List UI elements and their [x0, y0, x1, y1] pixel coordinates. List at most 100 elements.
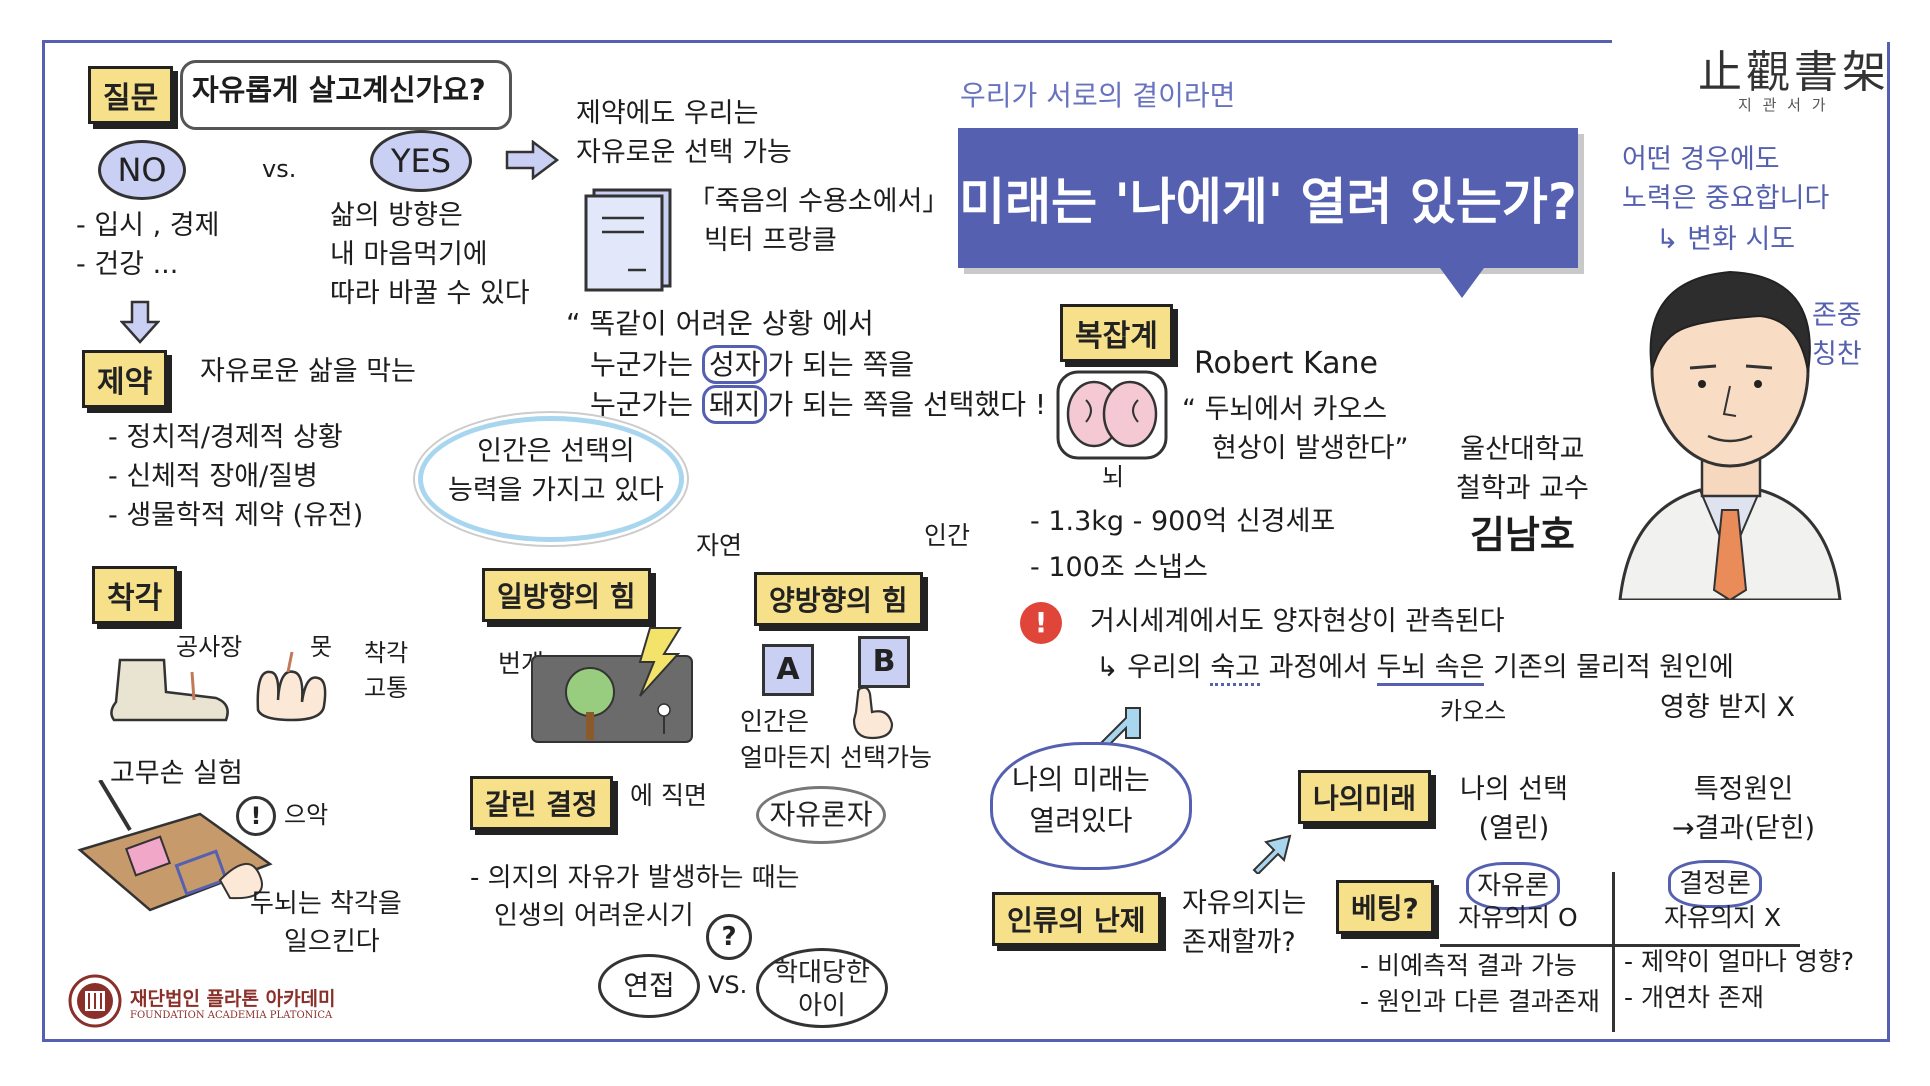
subtitle: 우리가 서로의 곁이라면	[960, 79, 1236, 112]
exist-line: 자유의지는	[1182, 888, 1307, 919]
yes-line: 삶의 방향은	[330, 200, 463, 231]
pain-line: 착각	[364, 639, 409, 667]
pain-line: 고통	[364, 673, 409, 702]
respect-praise: 존중 칭찬	[1812, 296, 1862, 374]
abused-child-oval: 학대당한 아이	[756, 948, 888, 1028]
title-speech-tail	[1440, 268, 1484, 298]
pig-word: 돼지	[701, 385, 768, 425]
rubber-hand-illustration	[77, 780, 273, 912]
question-bubble	[180, 60, 512, 130]
specific-cause-line: →결과(닫힌)	[1672, 813, 1816, 845]
brain-illusion-line: 두뇌는 착각을	[250, 889, 402, 919]
abused-line: 학대당한	[774, 958, 870, 988]
pain-lines: 착각 고통	[364, 636, 408, 706]
question-tag: 질문	[88, 66, 174, 124]
professor-portrait	[1618, 270, 1842, 600]
book-title-line: 「죽음의 수용소에서」	[688, 186, 950, 217]
human-choice-line: 인간은	[740, 707, 810, 736]
constraint-desc: 자유로운 삶을 막는	[200, 356, 416, 387]
my-choice-line: 나의 선택	[1460, 774, 1568, 805]
forces-vs-label: VS.	[708, 971, 748, 999]
frankl-intro-line: 제약에도 우리는	[576, 98, 759, 129]
complex-system-tag: 복잡계	[1060, 304, 1173, 362]
chaos-quote: “ 두뇌에서 카오스 현상이 발생한다”	[1182, 390, 1408, 468]
no-item: - 건강 ...	[76, 249, 179, 281]
yes-line: 내 마음먹기에	[330, 239, 488, 271]
free-will-line: 인생의 어려운시기	[494, 900, 694, 931]
constraint-tag: 제약	[82, 350, 168, 408]
professor-name: 김남호	[1469, 513, 1575, 558]
main-title-box: 미래는 '나에게' 열려 있는가?	[958, 128, 1578, 268]
brain-illusion-line: 일으킨다	[284, 926, 380, 957]
specific-cause: 특정원인 →결과(닫힌)	[1672, 770, 1815, 848]
quote-line-3-post: 가 되는 쪽을 선택했다 ! ”	[767, 388, 1070, 422]
saint-word: 성자	[701, 344, 768, 384]
deliberation-line: ↳ 우리의 숙고 과정에서 두뇌 속은 기존의 물리적 원인에	[1096, 650, 1734, 686]
fork-decision-tag: 갈린 결정	[470, 776, 613, 830]
quantum-line: 거시세계에서도 양자현상이 관측된다	[1090, 606, 1505, 637]
human-choice-lines: 인간은 얼마든지 선택가능	[740, 704, 932, 777]
deliberation-brain: 두뇌 속은	[1376, 652, 1485, 686]
brand-hanja: 止觀書架	[1698, 47, 1890, 98]
right-arrow-icon	[505, 140, 559, 180]
my-future-line: 열려있다	[1029, 803, 1133, 837]
professor-info: 울산대학교 철학과 교수 김남호	[1456, 430, 1589, 563]
construction-label: 공사장	[176, 633, 243, 661]
determinism-oval: 결정론	[1668, 860, 1762, 908]
chaos-small-label: 카오스	[1440, 697, 1507, 725]
free-will-lines: - 의지의 자유가 발생하는 때는 인생의 어려운시기	[470, 860, 799, 935]
foundation-name-en: FOUNDATION ACADEMIA PLATONICA	[130, 1010, 333, 1021]
nature-label: 자연	[696, 531, 743, 560]
deliberation-post: 기존의 물리적 원인에	[1484, 652, 1734, 683]
respect-line: 칭찬	[1812, 339, 1862, 371]
human-problem-tag: 인류의 난제	[992, 892, 1161, 946]
brand-korean: 지 관 서 가	[1738, 96, 1829, 114]
pointing-hand-icon	[852, 686, 894, 740]
libertarian-items: - 비예측적 결과 가능 - 원인과 다른 결과존재	[1360, 948, 1600, 1021]
libertarianism-oval: 자유론	[1466, 862, 1560, 910]
frame-top-border	[42, 40, 1612, 43]
yes-line: 따라 바꿀 수 있다	[330, 278, 530, 310]
effort-line: 노력은 중요합니다	[1622, 183, 1830, 215]
nail-label: 못	[310, 633, 333, 661]
constraint-item: - 신체적 장애/질병	[108, 461, 318, 493]
effort-line: 어떤 경우에도	[1622, 144, 1780, 175]
lib-item: - 원인과 다른 결과존재	[1360, 987, 1600, 1017]
constraint-item: - 정치적/경제적 상황	[108, 422, 343, 453]
question-circle-icon: ?	[706, 914, 752, 960]
free-will-x: 자유의지 X	[1664, 903, 1782, 932]
euak-label: 으악	[284, 801, 329, 829]
free-will-o: 자유의지 O	[1458, 903, 1578, 932]
deliberation-sukgo: 숙고	[1210, 652, 1260, 686]
boot-icon	[110, 658, 229, 722]
change-attempt: ↳ 변화 시도	[1656, 224, 1796, 255]
frankl-intro-line: 자유로운 선택 가능	[576, 137, 792, 169]
no-item: - 입시 , 경제	[76, 210, 220, 241]
book-icon	[584, 188, 672, 292]
brain-stats-1: - 1.3kg - 900억 신경세포	[1030, 506, 1336, 537]
yes-lines: 삶의 방향은 내 마음먹기에 따라 바꿀 수 있다	[330, 196, 530, 313]
my-choice: 나의 선택 (열린)	[1460, 770, 1568, 848]
two-way-force-tag: 양방향의 힘	[754, 572, 923, 626]
euak-warning-icon: !	[236, 796, 276, 836]
divider-horizontal	[1440, 944, 1800, 947]
my-future-line: 나의 미래는	[1012, 763, 1150, 796]
divider-vertical	[1612, 872, 1615, 1032]
lib-item: - 비예측적 결과 가능	[1360, 951, 1577, 980]
quote-line-2-post: 가 되는 쪽을	[767, 347, 915, 381]
foundation-name-kr: 재단법인 플라톤 아카데미	[130, 988, 336, 1010]
determinist-items: - 제약이 얼마나 영향? - 개연차 존재	[1624, 944, 1854, 1017]
det-item: - 제약이 얼마나 영향?	[1624, 947, 1855, 976]
down-arrow-icon	[120, 300, 160, 344]
frankl-intro: 제약에도 우리는 자유로운 선택 가능	[576, 94, 792, 172]
chaos-line: “ 두뇌에서 카오스	[1182, 394, 1388, 425]
quote-line-3-pre: 누군가는	[590, 388, 702, 422]
rubber-hand-label: 고무손 실험	[110, 758, 243, 789]
brain-label: 뇌	[1102, 463, 1125, 491]
up-right-arrow-icon	[1252, 834, 1292, 874]
human-choice-line: 얼마든지 선택가능	[740, 743, 932, 773]
chaos-line: 현상이 발생한다”	[1212, 433, 1409, 465]
my-future-text: 나의 미래는 열려있다	[1012, 760, 1150, 841]
influence-label: 영향 받지 X	[1660, 692, 1796, 723]
